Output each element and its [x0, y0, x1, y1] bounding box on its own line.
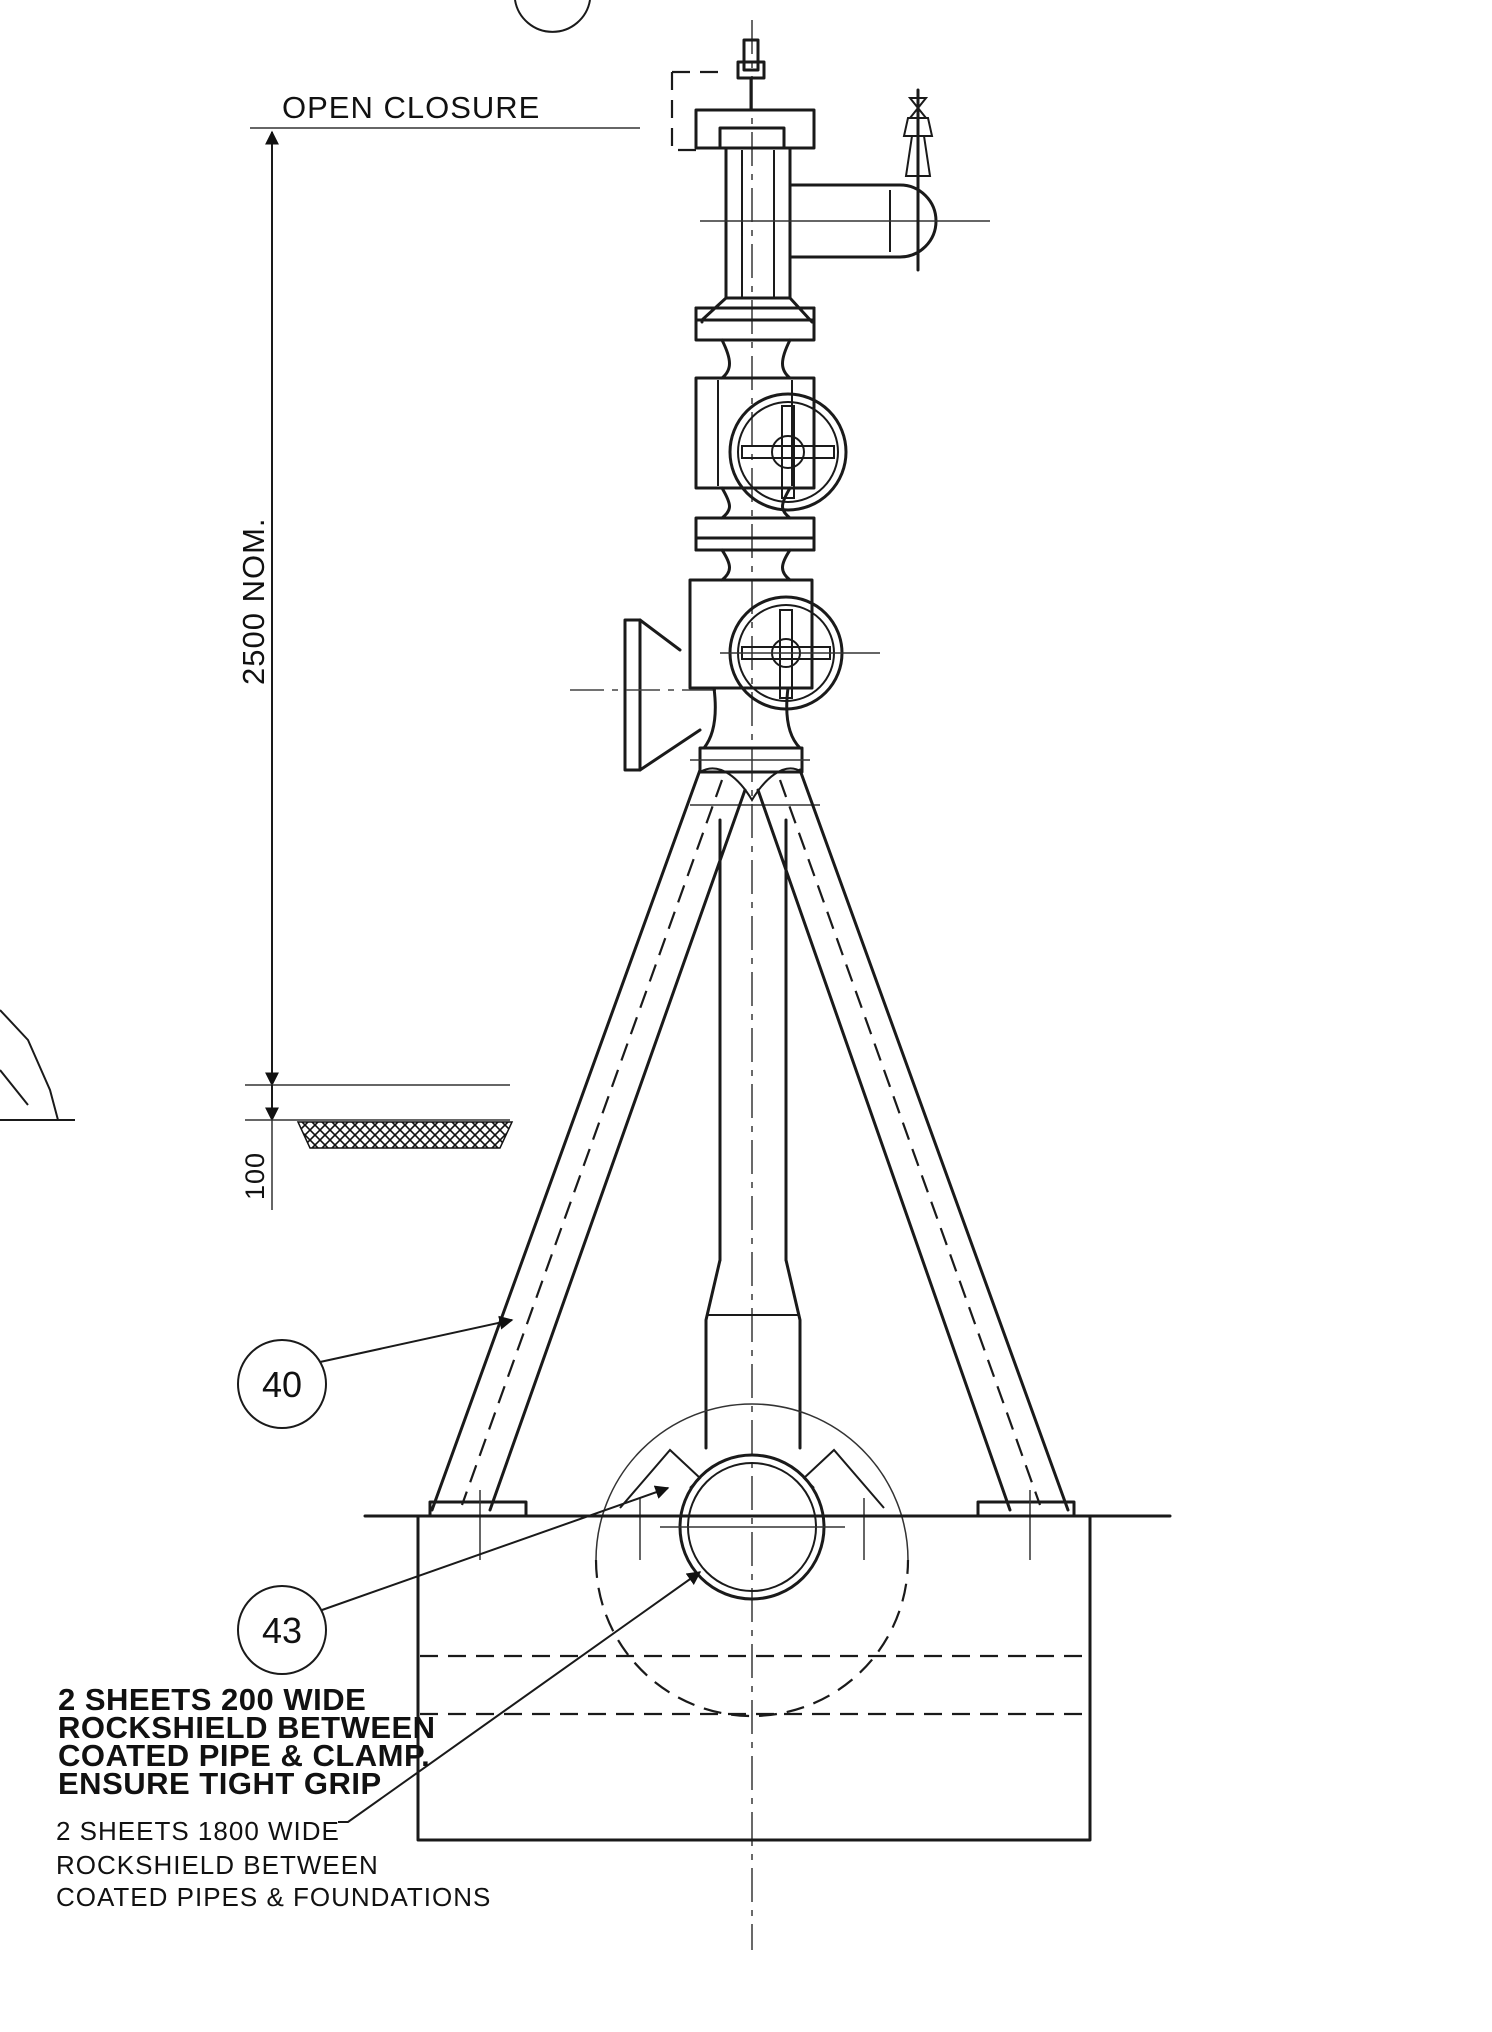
cutoff-detail — [0, 1009, 75, 1121]
balloon-43 — [237, 1585, 327, 1675]
pipe-foundation — [363, 1403, 1172, 1842]
note-a-line-4: ENSURE TIGHT GRIP — [58, 1766, 382, 1801]
dimension-lines — [245, 127, 640, 1210]
note-a-line-1: 2 SHEETS 200 WIDE — [58, 1682, 366, 1717]
open-closure-assembly — [570, 38, 990, 772]
note-a-line-2: ROCKSHIELD BETWEEN — [58, 1710, 436, 1745]
label-dimension-100: 100 — [240, 1152, 270, 1200]
note-b-line-1: 2 SHEETS 1800 WIDE — [56, 1816, 340, 1846]
note-rockshield-clamp: 2 SHEETS 200 WIDE ROCKSHIELD BETWEEN COA… — [58, 1682, 436, 1801]
balloon-40 — [237, 1339, 327, 1429]
cutoff-balloon — [514, 0, 591, 33]
note-b-line-3: COATED PIPES & FOUNDATIONS — [56, 1882, 491, 1912]
tripod-legs — [428, 746, 1076, 1560]
leader-43 — [321, 1485, 670, 1611]
note-a-line-3: COATED PIPE & CLAMP. — [58, 1738, 430, 1773]
balloon-43-text: 43 — [262, 1610, 302, 1651]
label-dimension-2500: 2500 NOM. — [236, 517, 271, 685]
leader-40 — [319, 1315, 514, 1363]
leader-note-b — [338, 1571, 702, 1823]
label-open-closure: OPEN CLOSURE — [282, 90, 540, 125]
balloon-40-text: 40 — [262, 1364, 302, 1405]
note-b-line-2: ROCKSHIELD BETWEEN — [56, 1850, 379, 1880]
note-rockshield-foundation: 2 SHEETS 1800 WIDE ROCKSHIELD BETWEEN CO… — [56, 1816, 491, 1912]
